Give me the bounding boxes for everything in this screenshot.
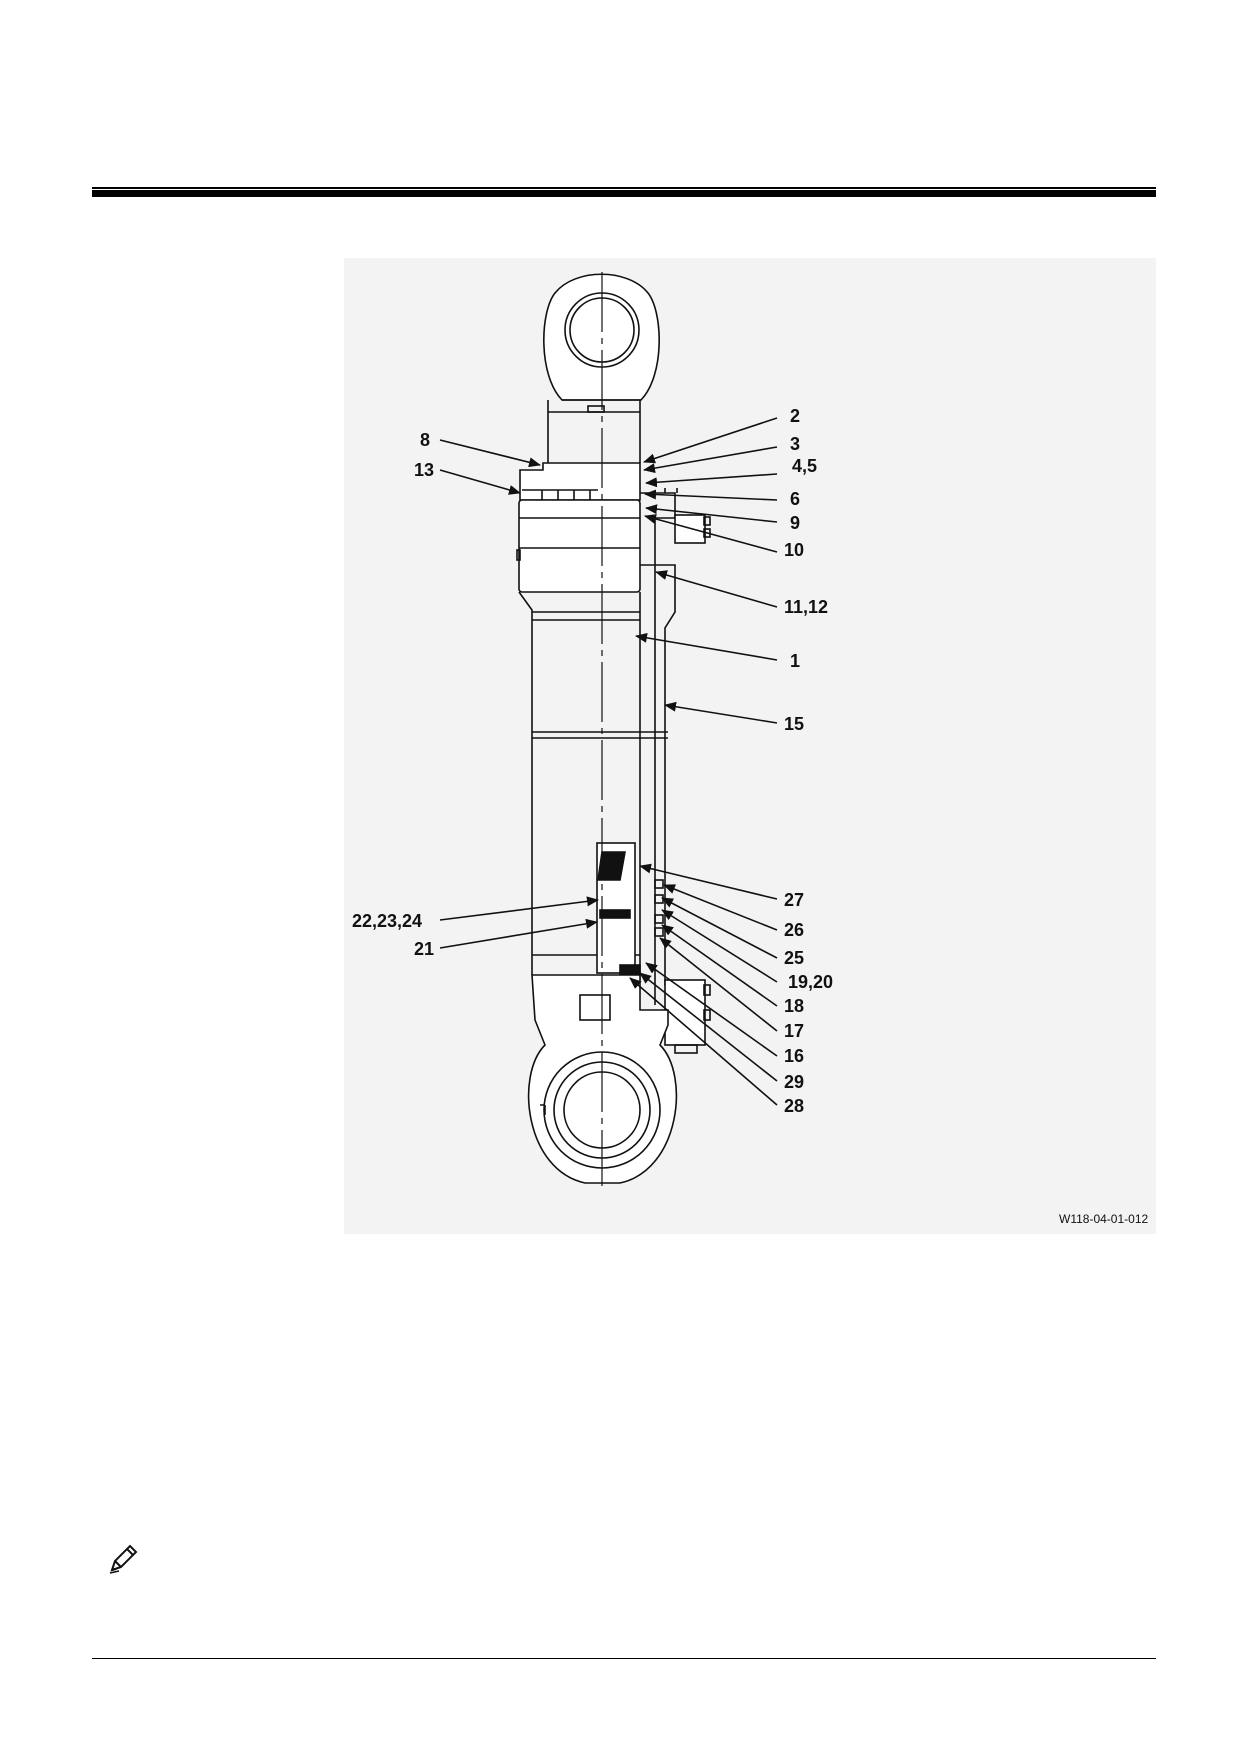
callout-18: 18 [784,996,804,1016]
footer-rule [92,1658,1156,1659]
callout-29: 29 [784,1072,804,1092]
callout-11-12: 11,12 [784,597,828,617]
callout-9: 9 [790,513,800,533]
callout-16: 16 [784,1046,804,1066]
header-rule-thick [92,190,1156,197]
header-rule-thin [92,187,1156,189]
callout-19-20: 19,20 [788,972,833,992]
callout-6: 6 [790,489,800,509]
callout-2: 2 [790,406,800,426]
callout-26: 26 [784,920,804,940]
callout-10: 10 [784,540,804,560]
callout-21: 21 [414,939,434,959]
callout-4-5: 4,5 [792,456,817,476]
callout-27: 27 [784,890,804,910]
callout-15: 15 [784,714,804,734]
callout-8: 8 [420,430,430,450]
cylinder-drawing [516,273,711,1184]
callout-25: 25 [784,948,804,968]
figure-panel [344,258,1156,1234]
callout-1: 1 [790,651,800,671]
callout-labels: 2 3 4,5 6 9 10 11,12 1 15 8 13 27 26 25 … [352,406,833,1116]
leader-lines [439,417,778,1106]
pencil-note-icon [109,1544,138,1574]
callout-28: 28 [784,1096,804,1116]
callout-3: 3 [790,434,800,454]
callout-22-23-24: 22,23,24 [352,911,422,931]
figure-code: W118-04-01-012 [1059,1212,1148,1226]
callout-17: 17 [784,1021,804,1041]
callout-13: 13 [414,460,434,480]
